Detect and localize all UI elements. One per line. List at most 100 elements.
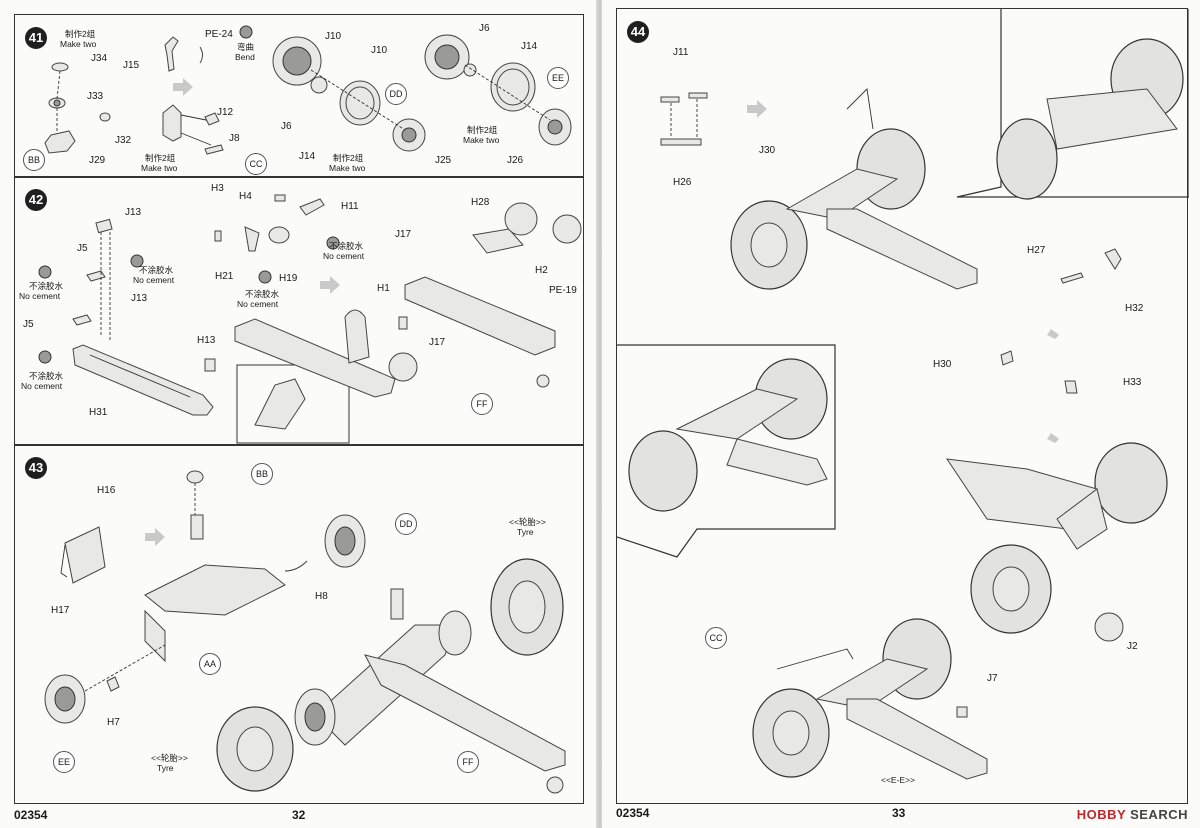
make-two-cn-4: 制作2组	[467, 125, 498, 135]
part-label: J5	[23, 319, 34, 330]
part-label: H16	[97, 485, 116, 496]
part-label: PE-19	[549, 285, 577, 296]
part-label: H8	[315, 591, 328, 602]
make-two-cn-2: 制作2组	[145, 153, 176, 163]
no-cement: No cement	[237, 299, 279, 309]
part-label: H21	[215, 271, 234, 282]
part-label: J12	[217, 107, 234, 118]
part-label: J6	[479, 23, 490, 34]
part-label: H19	[279, 273, 298, 284]
ref-circle-aa: AA	[199, 653, 221, 675]
part-label: J13	[125, 207, 142, 218]
part-label: J10	[325, 31, 342, 42]
no-cement: No cement	[19, 291, 61, 301]
make-two-2: Make two	[141, 163, 178, 173]
right-page: 44	[602, 0, 1200, 828]
ref-circle-bb: BB	[251, 463, 273, 485]
part-label: J26	[507, 155, 524, 166]
part-label: J6	[281, 121, 292, 132]
catalog-number: 02354	[616, 806, 650, 820]
part-label: J14	[521, 41, 538, 52]
part-label: H13	[197, 335, 216, 346]
ref-circle-ff: FF	[457, 751, 479, 773]
part-label: H1	[377, 283, 390, 294]
part-label: J10	[371, 45, 388, 56]
part-label: H27	[1027, 245, 1046, 256]
part-label: J13	[131, 293, 148, 304]
ref-circle-ff: FF	[471, 393, 493, 415]
no-cement-cn: 不涂胶水	[245, 289, 280, 299]
part-label: H31	[89, 407, 108, 418]
ref-circle-ee: EE	[547, 67, 569, 89]
watermark-logo: HOBBY SEARCH	[1077, 807, 1188, 822]
part-label: H32	[1125, 303, 1144, 314]
no-cement: No cement	[323, 251, 365, 261]
no-cement-cn: 不涂胶水	[29, 371, 64, 381]
no-cement: No cement	[21, 381, 63, 391]
tyre-cn: <<轮胎>>	[509, 517, 546, 527]
page-number: 33	[892, 806, 906, 820]
part-label: H2	[535, 265, 548, 276]
watermark-brand-dark: SEARCH	[1130, 807, 1188, 822]
part-label: J30	[759, 145, 776, 156]
part-label: J25	[435, 155, 452, 166]
tyre-cn: <<轮胎>>	[151, 753, 188, 763]
ref-circle-dd: DD	[385, 83, 407, 105]
part-label: H7	[107, 717, 120, 728]
left-page: 41	[0, 0, 598, 828]
catalog-number: 02354	[14, 808, 48, 822]
ref-circle-dd: DD	[395, 513, 417, 535]
part-label: H3	[211, 183, 224, 194]
part-label: J17	[429, 337, 446, 348]
make-two-cn-3: 制作2组	[333, 153, 364, 163]
tyre-label: Tyre	[517, 527, 534, 537]
part-label: J5	[77, 243, 88, 254]
part-label: J14	[299, 151, 316, 162]
step-44-badge: 44	[627, 21, 649, 43]
bend-label: Bend	[235, 52, 255, 62]
ref-circle-cc: CC	[245, 153, 267, 175]
part-label: H28	[471, 197, 490, 208]
part-label: J2	[1127, 641, 1138, 652]
part-label: J11	[673, 47, 689, 58]
part-label: H26	[673, 177, 692, 188]
part-label: J7	[987, 673, 998, 684]
step-43-panel: 43	[14, 444, 584, 804]
no-cement: No cement	[133, 275, 175, 285]
step-41-panel: 41	[14, 14, 584, 178]
part-label: H11	[341, 201, 359, 212]
no-cement-cn: 不涂胶水	[329, 241, 364, 251]
make-two-4: Make two	[463, 135, 500, 145]
step-43-badge: 43	[25, 457, 47, 479]
ref-circle-bb: BB	[23, 149, 45, 171]
no-cement-cn: 不涂胶水	[29, 281, 64, 291]
part-label: J17	[395, 229, 412, 240]
tyre-label: Tyre	[157, 763, 174, 773]
part-label: J15	[123, 60, 140, 71]
part-label: J34	[91, 53, 108, 64]
book-spine	[596, 0, 604, 828]
part-label: J29	[89, 155, 106, 166]
part-label: J32	[115, 135, 132, 146]
bend-cn: 弯曲	[237, 42, 255, 52]
step-43-drawing	[44, 470, 566, 794]
step-41-drawing	[44, 25, 572, 155]
make-two-1: Make two	[60, 39, 97, 49]
watermark-brand-red: HOBBY	[1076, 807, 1126, 822]
view-label: <<E-E>>	[881, 775, 916, 785]
part-label: H33	[1123, 377, 1142, 388]
make-two-3: Make two	[329, 163, 366, 173]
part-label: H17	[51, 605, 70, 616]
part-label: PE-24	[205, 29, 233, 40]
step-44-drawing	[617, 9, 1189, 780]
part-label: H30	[933, 359, 952, 370]
no-cement-cn: 不涂胶水	[139, 265, 174, 275]
ref-circle-cc: CC	[705, 627, 727, 649]
step-41-badge: 41	[25, 27, 47, 49]
step-42-badge: 42	[25, 189, 47, 211]
part-label: J33	[87, 91, 104, 102]
step-44-panel: 44	[616, 8, 1189, 804]
part-label: H4	[239, 191, 252, 202]
page-number: 32	[292, 808, 306, 822]
part-label: J8	[229, 133, 240, 144]
